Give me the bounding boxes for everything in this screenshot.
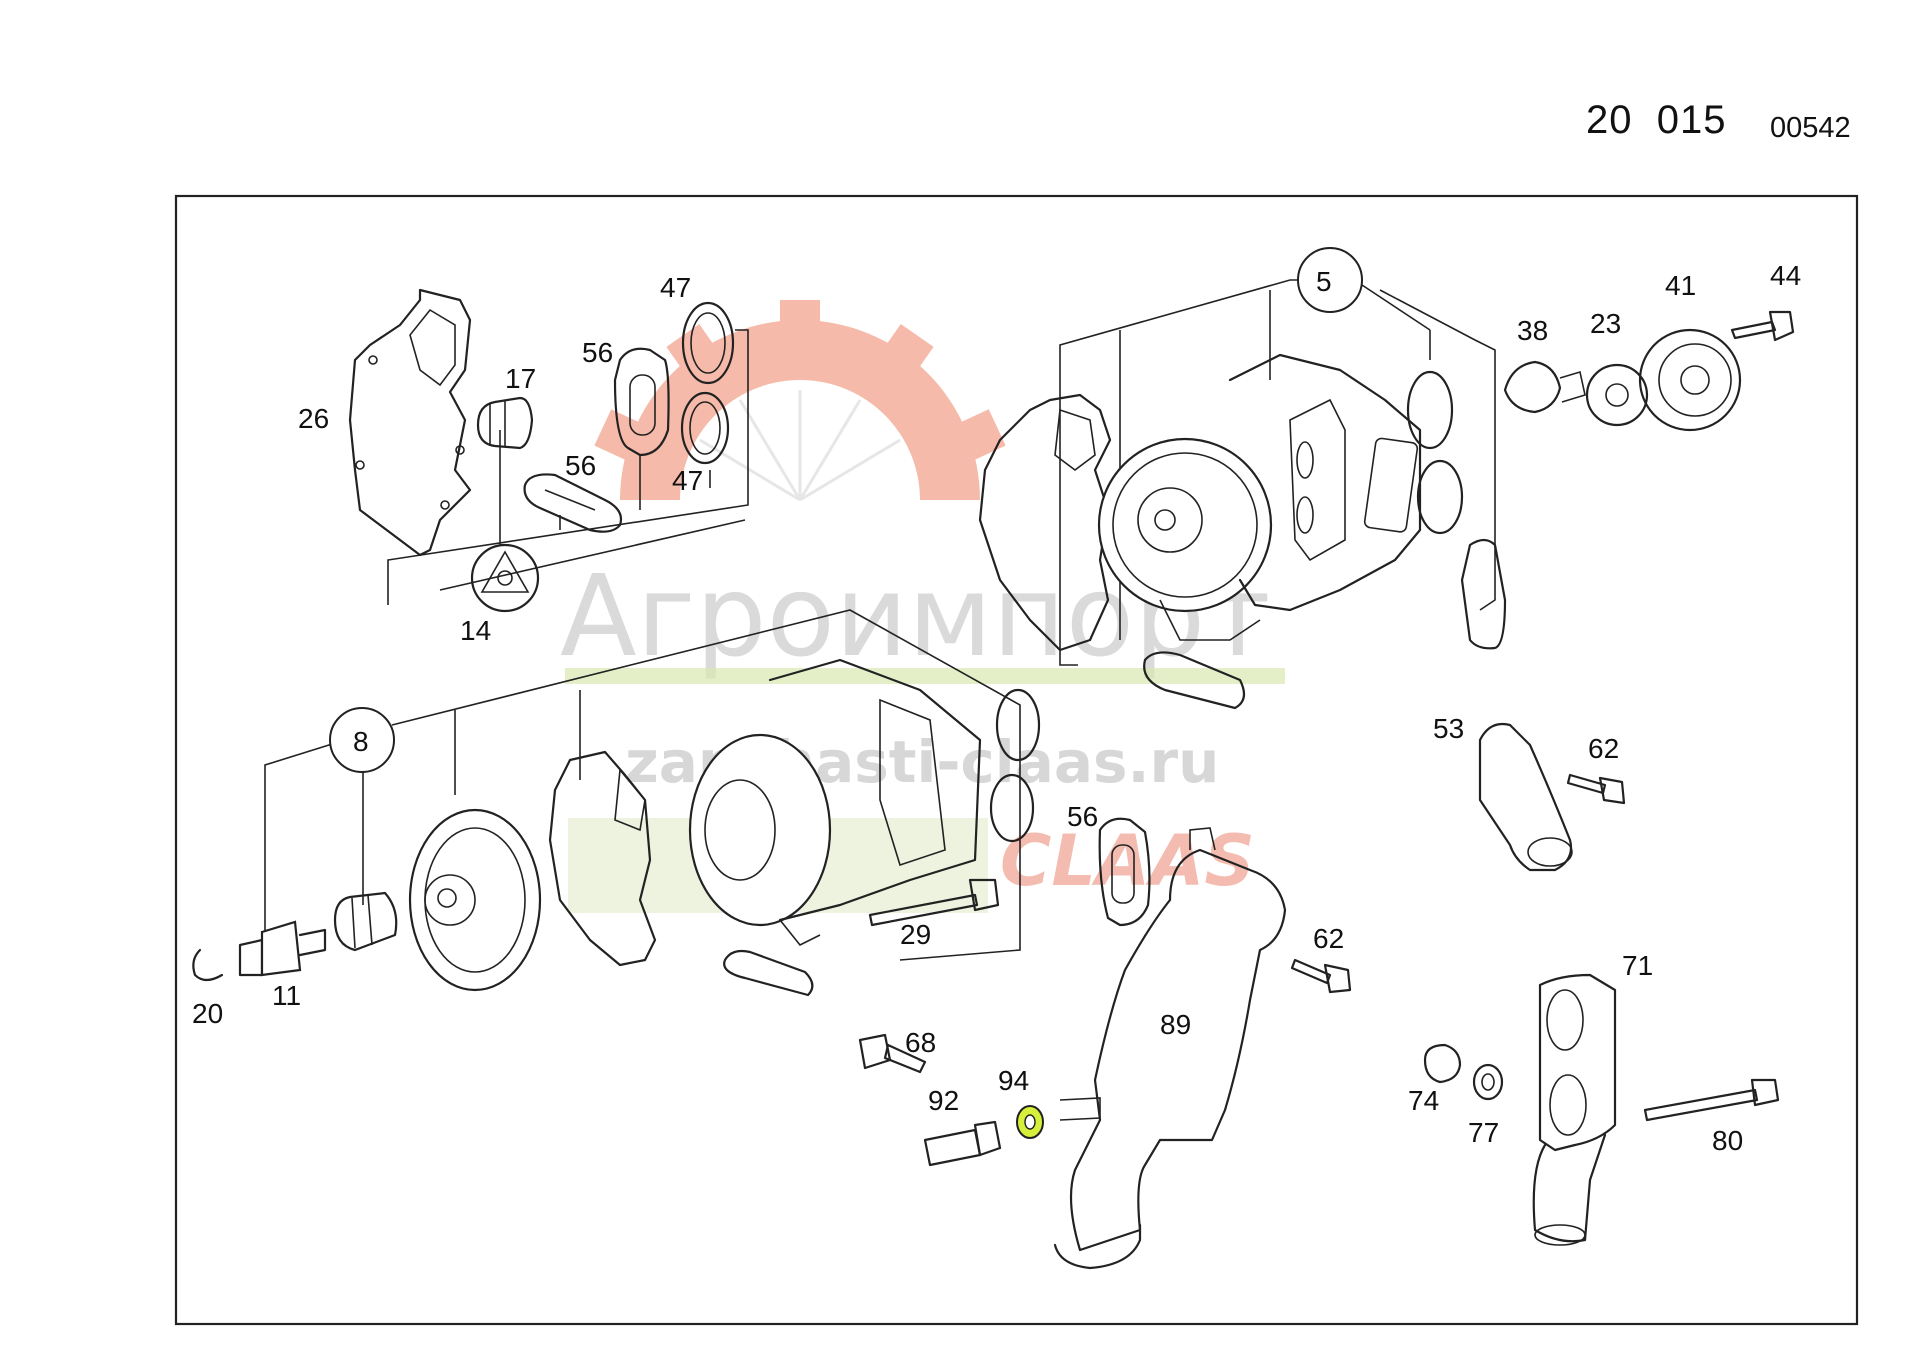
sub-number: 00542 [1770,112,1851,144]
callout-53: 53 [1433,713,1464,744]
part-gasket-56a[interactable] [613,347,670,457]
part-oring-8a[interactable] [995,688,1041,762]
callout-56-a: 56 [582,337,613,368]
callout-74: 74 [1408,1085,1439,1116]
part-connector-53[interactable] [1478,722,1573,872]
part-snap-ring-20[interactable] [192,948,224,982]
callout-62-a: 62 [1588,733,1619,764]
part-gasket-pump-bottom[interactable] [1143,651,1246,710]
part-water-pump-8[interactable] [688,658,982,947]
part-thermostat-38[interactable] [1503,360,1586,414]
callout-26: 26 [298,403,329,434]
part-bolt-44[interactable] [1730,310,1795,342]
callout-92: 92 [928,1085,959,1116]
callout-47-b: 47 [672,465,703,496]
part-housing-71[interactable] [1532,973,1617,1246]
part-hub-23[interactable] [1585,363,1649,427]
callout-20: 20 [192,998,223,1029]
callout-47-a: 47 [660,272,691,303]
part-oring-47b[interactable] [680,391,730,465]
callout-17: 17 [505,363,536,394]
leader-lines-top-left [387,329,749,605]
leader-lines-pump-5 [1059,279,1496,666]
callout-94: 94 [998,1065,1029,1096]
part-sensor-92[interactable] [923,1120,1002,1167]
callout-38: 38 [1517,315,1548,346]
watermark-brand: CLAAS [1000,820,1255,902]
part-pulley-41[interactable] [1638,328,1742,432]
part-gasket-56c[interactable] [1098,817,1151,927]
part-washer-94[interactable] [1016,1105,1044,1139]
callout-11: 11 [272,980,301,1011]
callout-56-c: 56 [1067,801,1098,832]
callout-29: 29 [900,919,931,950]
part-plug-74[interactable] [1423,1043,1462,1084]
part-flange-14[interactable] [470,543,540,613]
callout-circle-5 [1297,247,1363,313]
callout-80: 80 [1712,1125,1743,1156]
watermark-gear-icon [594,300,1006,500]
callout-23: 23 [1590,308,1621,339]
part-pulley-8[interactable] [408,808,542,992]
part-oring-8b[interactable] [989,773,1035,843]
callout-56-b: 56 [565,450,596,481]
part-plug-8[interactable] [333,891,398,952]
part-washer-77[interactable] [1472,1063,1504,1101]
callout-circle-8 [329,707,395,773]
part-bolt-62a[interactable] [1566,773,1626,805]
part-gasket-pump-side[interactable] [1460,538,1507,650]
callout-71: 71 [1622,950,1653,981]
callout-5: 5 [1316,266,1332,297]
part-water-pump-5[interactable] [1097,353,1422,641]
callout-62-b: 62 [1313,923,1344,954]
part-plug-17[interactable] [476,396,534,450]
part-shaft-11[interactable] [238,920,327,977]
callout-8: 8 [353,726,369,757]
part-bolt-62b[interactable] [1290,958,1352,994]
part-gasket-56b[interactable] [523,473,623,533]
part-oring-pump-a[interactable] [1406,370,1454,450]
callout-44: 44 [1770,260,1801,291]
part-bolt-80[interactable] [1643,1078,1780,1122]
part-oring-pump-b[interactable] [1416,459,1464,535]
part-bolt-68[interactable] [858,1033,927,1074]
page-number: 20 015 [1586,98,1727,142]
part-gasket-8-bottom[interactable] [723,949,814,997]
callout-14: 14 [460,615,491,646]
callout-41: 41 [1665,270,1696,301]
part-gasket-pump-8[interactable] [548,750,657,967]
callout-77: 77 [1468,1117,1499,1148]
part-stud-29[interactable] [868,878,1000,927]
callout-89: 89 [1160,1009,1191,1040]
diagram-frame [174,194,1859,1326]
callout-68: 68 [905,1027,936,1058]
part-oring-47a[interactable] [681,301,735,385]
part-pipe-89[interactable] [1053,827,1287,1270]
part-gasket-pump-5[interactable] [978,393,1112,652]
part-gasket-26[interactable] [348,288,472,557]
